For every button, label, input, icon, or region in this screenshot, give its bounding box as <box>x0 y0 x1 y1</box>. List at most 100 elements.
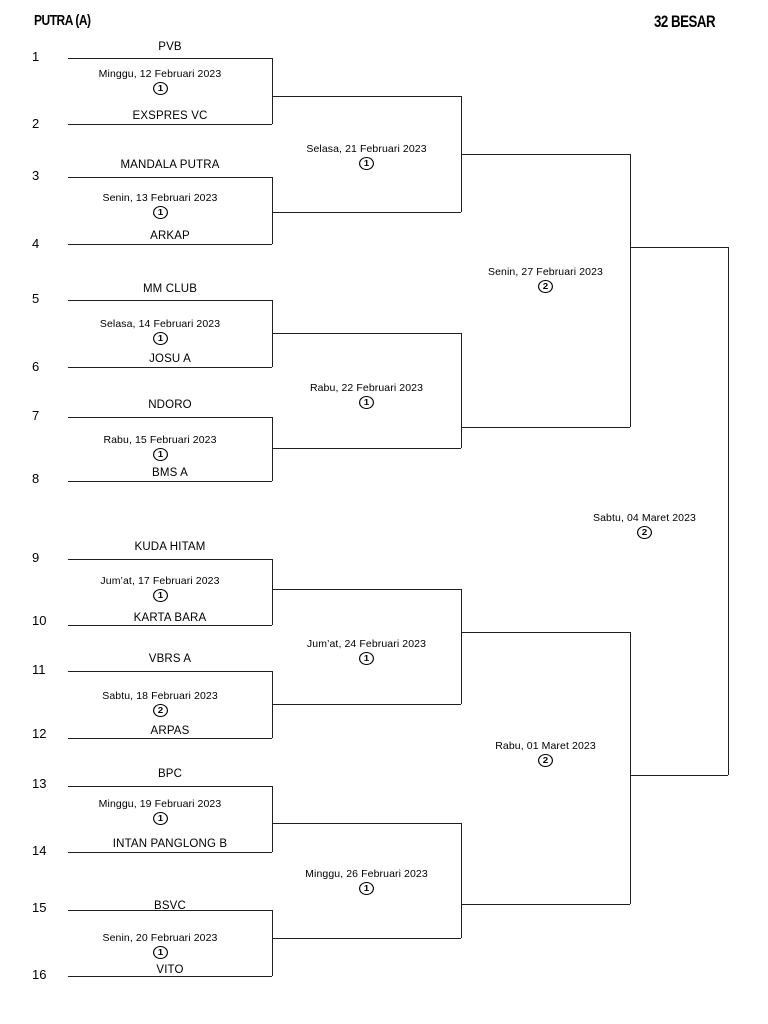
bracket-line <box>272 786 273 852</box>
bracket-line <box>461 154 630 155</box>
match-count: 1 <box>58 206 262 219</box>
seed-number: 2 <box>32 116 40 131</box>
match-date: Jum’at, 17 Februari 2023 <box>100 575 220 587</box>
team-name: PVB <box>158 41 182 53</box>
team-name: MM CLUB <box>142 283 198 295</box>
match-date: Senin, 20 Februari 2023 <box>102 932 218 944</box>
team-name: VBRS A <box>148 653 192 665</box>
bracket-line <box>461 427 630 428</box>
seed-number: 15 <box>32 900 47 915</box>
circled-number: 1 <box>152 206 168 219</box>
match-count: 1 <box>272 882 461 895</box>
circled-number: 1 <box>152 589 168 602</box>
match-date: Sabtu, 18 Februari 2023 <box>102 690 218 702</box>
seed-number: 7 <box>32 408 40 423</box>
circled-number: 1 <box>152 82 168 95</box>
bracket-line <box>68 367 272 368</box>
circled-number: 1 <box>152 448 168 461</box>
match-count: 1 <box>272 157 461 170</box>
match-count: 2 <box>461 754 630 767</box>
match-count: 1 <box>58 589 262 602</box>
bracket-line <box>272 938 461 939</box>
match-date: Rabu, 01 Maret 2023 <box>495 740 596 752</box>
bracket-line <box>272 448 461 449</box>
match-date: Rabu, 15 Februari 2023 <box>103 434 217 446</box>
circled-number: 1 <box>359 882 374 895</box>
match-date: Senin, 27 Februari 2023 <box>488 266 603 278</box>
page-title-left: PUTRA (A) <box>34 12 91 29</box>
bracket-line <box>68 738 272 739</box>
bracket-line <box>272 417 273 481</box>
team-name: BPC <box>157 768 183 780</box>
team-name: BSVC <box>154 900 186 912</box>
bracket-line <box>68 910 272 911</box>
match-date: Selasa, 21 Februari 2023 <box>306 143 427 155</box>
bracket-line <box>68 244 272 245</box>
bracket-line <box>630 247 728 248</box>
bracket-line <box>272 823 461 824</box>
bracket-line <box>68 786 272 787</box>
match-date: Jum’at, 24 Februari 2023 <box>306 638 427 650</box>
circled-number: 2 <box>152 704 168 717</box>
bracket-line <box>461 333 462 448</box>
seed-number: 14 <box>32 843 47 858</box>
seed-number: 11 <box>32 662 46 677</box>
circled-number: 1 <box>152 812 168 825</box>
match-date: Minggu, 19 Februari 2023 <box>98 798 222 810</box>
bracket-line <box>68 625 272 626</box>
seed-number: 5 <box>32 291 40 306</box>
page-title-right: 32 BESAR <box>654 12 716 31</box>
match-count: 1 <box>58 332 262 345</box>
bracket-line <box>272 177 273 244</box>
match-count: 2 <box>560 526 729 539</box>
seed-number: 10 <box>32 613 47 628</box>
bracket-line <box>68 559 272 560</box>
seed-number: 1 <box>32 49 40 64</box>
bracket-line <box>461 823 462 938</box>
bracket-line <box>630 775 728 776</box>
team-name: KUDA HITAM <box>134 541 206 553</box>
match-count: 2 <box>58 704 262 717</box>
team-name: NDORO <box>148 399 192 411</box>
match-date: Rabu, 22 Februari 2023 <box>309 382 424 394</box>
bracket-line <box>630 632 631 904</box>
circled-number: 1 <box>359 396 374 409</box>
circled-number: 2 <box>637 526 652 539</box>
seed-number: 3 <box>32 168 40 183</box>
bracket-line <box>68 481 272 482</box>
seed-number: 6 <box>32 359 40 374</box>
bracket-line <box>461 589 462 704</box>
bracket-line <box>68 300 272 301</box>
team-name: MANDALA PUTRA <box>120 159 220 171</box>
bracket-line <box>68 671 272 672</box>
match-date: Minggu, 12 Februari 2023 <box>98 68 222 80</box>
bracket-line <box>461 904 630 905</box>
seed-number: 4 <box>32 236 40 251</box>
match-date: Senin, 13 Februari 2023 <box>102 192 218 204</box>
circled-number: 1 <box>152 332 168 345</box>
bracket-line <box>272 704 461 705</box>
match-count: 1 <box>272 652 461 665</box>
team-name: KARTA BARA <box>133 612 207 624</box>
match-count: 1 <box>58 82 262 95</box>
match-date: Selasa, 14 Februari 2023 <box>99 318 221 330</box>
circled-number: 1 <box>359 652 374 665</box>
bracket-line <box>68 976 272 977</box>
bracket-line <box>68 417 272 418</box>
seed-number: 8 <box>32 471 40 486</box>
bracket-line <box>68 58 272 59</box>
match-count: 1 <box>272 396 461 409</box>
seed-number: 16 <box>32 967 47 982</box>
bracket-line <box>461 632 630 633</box>
team-name: ARKAP <box>150 230 190 242</box>
match-count: 2 <box>461 280 630 293</box>
bracket-line <box>272 559 273 625</box>
team-name: INTAN PANGLONG B <box>112 838 228 850</box>
bracket-line <box>272 589 461 590</box>
seed-number: 13 <box>32 776 47 791</box>
team-name: ARPAS <box>150 725 190 737</box>
bracket-line <box>68 124 272 125</box>
bracket-line <box>68 177 272 178</box>
bracket-line <box>272 910 273 976</box>
